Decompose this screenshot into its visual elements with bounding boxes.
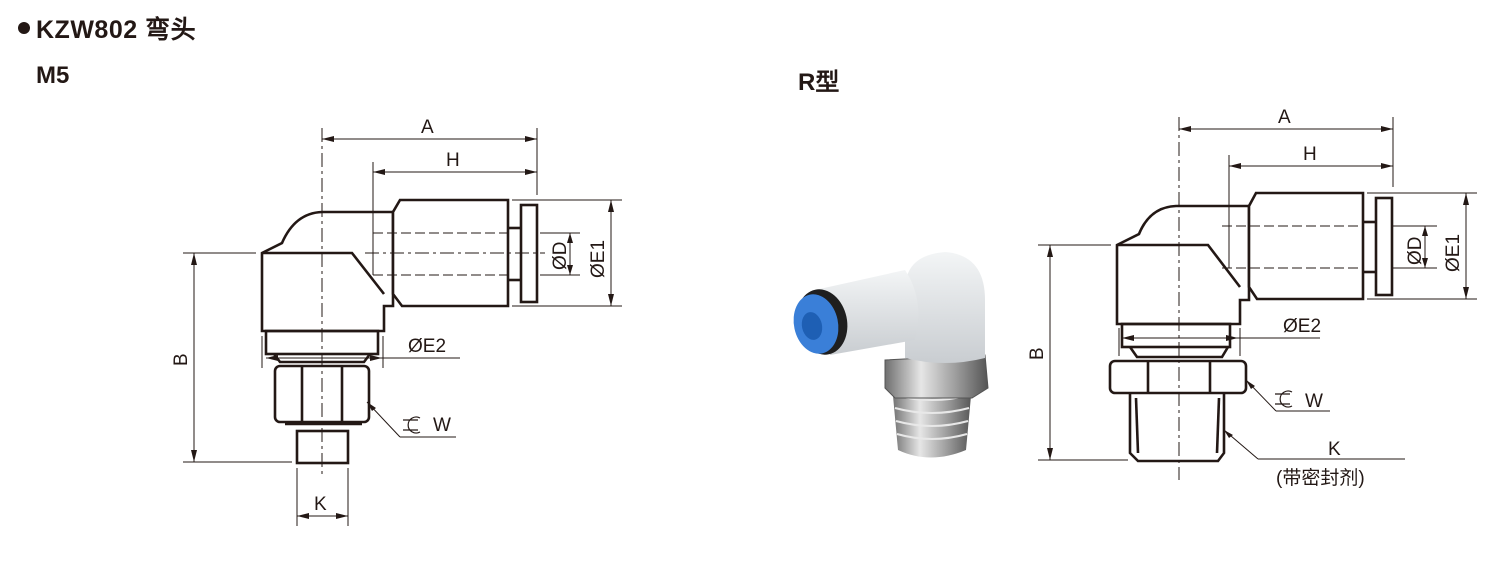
- variant-label-r: R型: [798, 69, 840, 96]
- dim-w: W: [1305, 391, 1323, 412]
- page-title: KZW802 弯头: [18, 10, 196, 46]
- wrench-icon: [403, 416, 421, 434]
- bullet-dot-icon: [18, 22, 30, 34]
- dim-e1: ØE1: [1443, 234, 1464, 272]
- title-text: KZW802 弯头: [36, 16, 197, 44]
- variant-label-m5: M5: [36, 62, 70, 89]
- wrench-icon: [1275, 390, 1293, 408]
- dim-e2: ØE2: [1283, 316, 1321, 337]
- dim-w: W: [433, 415, 451, 436]
- dim-e1: ØE1: [588, 240, 609, 278]
- dim-d: ØD: [1405, 237, 1426, 266]
- dim-k-note: (带密封剂): [1276, 467, 1365, 489]
- dim-b: B: [1027, 347, 1048, 360]
- dim-e2: ØE2: [408, 336, 446, 357]
- dim-a: A: [421, 117, 434, 138]
- dim-h: H: [1303, 144, 1317, 165]
- dim-k: K: [1328, 439, 1341, 460]
- dim-b: B: [171, 353, 192, 366]
- dim-a: A: [1278, 107, 1291, 128]
- dim-h: H: [446, 150, 460, 171]
- dim-d: ØD: [550, 242, 571, 271]
- dim-k: K: [314, 494, 327, 515]
